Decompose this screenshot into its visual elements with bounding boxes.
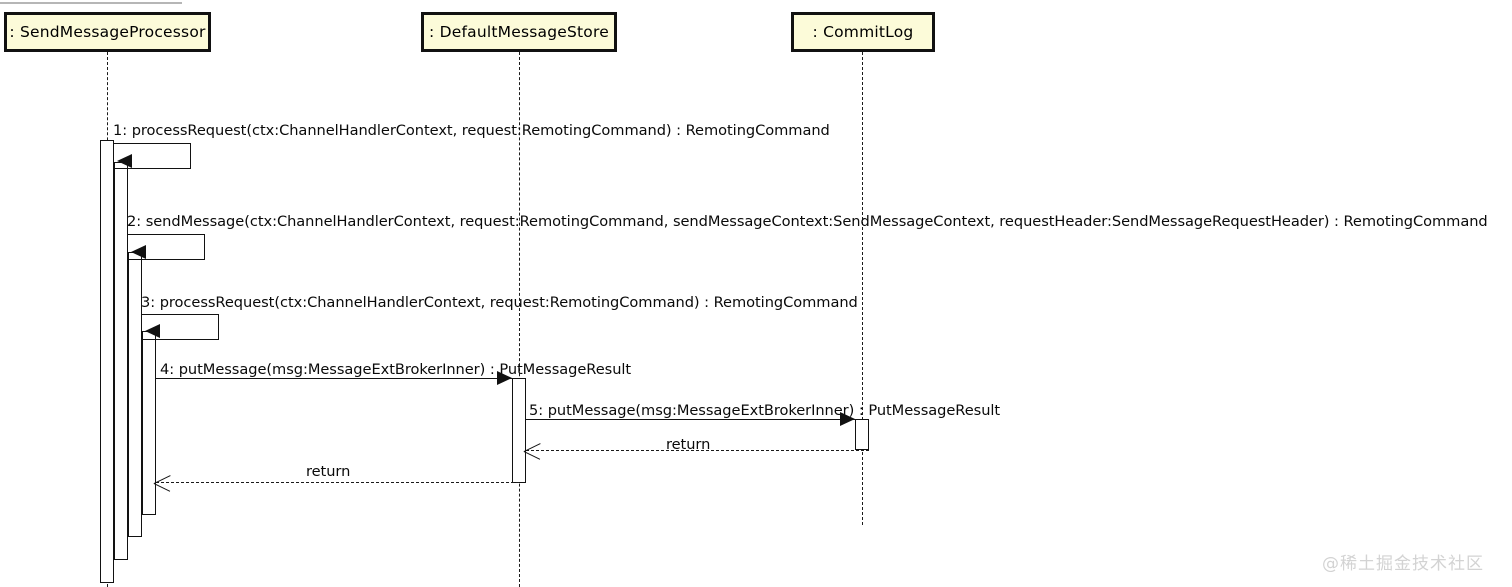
self-call-loop-message-1-process-request xyxy=(113,143,191,169)
lifeline-label-send-message-processor: : SendMessageProcessor xyxy=(9,23,206,41)
watermark-text: @稀土掘金技术社区 xyxy=(1322,554,1484,574)
activation-commitlog xyxy=(855,419,869,450)
arrowhead-return-store-to-processor xyxy=(154,474,171,491)
message-label-message-5-put-message: 5: putMessage(msg:MessageExtBrokerInner)… xyxy=(529,402,1001,419)
arrowhead-message-2-send-message xyxy=(131,244,146,259)
activation-smp-level-2 xyxy=(114,162,128,560)
arrowhead-message-1-process-request xyxy=(117,153,132,168)
arrowhead-message-4-put-message xyxy=(497,370,512,385)
return-line-return-store-to-processor xyxy=(156,482,519,483)
lifeline-stem-commit-log xyxy=(862,52,863,525)
lifeline-header-default-message-store[interactable]: : DefaultMessageStore xyxy=(421,12,617,52)
call-line-message-4-put-message xyxy=(156,378,512,379)
message-label-message-1-process-request: 1: processRequest(ctx:ChannelHandlerCont… xyxy=(113,122,830,139)
message-label-return-store-to-processor: return xyxy=(306,463,351,480)
lifeline-header-commit-log[interactable]: : CommitLog xyxy=(791,12,935,52)
activation-dms xyxy=(512,378,526,483)
arrowhead-return-commitlog-to-store xyxy=(524,442,541,459)
lifeline-stem-default-message-store xyxy=(519,52,520,587)
top-clipped-divider xyxy=(0,2,182,4)
call-line-message-5-put-message xyxy=(526,419,855,420)
arrowhead-message-5-put-message xyxy=(840,411,855,426)
return-line-return-commitlog-to-store xyxy=(526,450,869,451)
activation-smp-level-1 xyxy=(100,140,114,583)
message-label-message-2-send-message: 2: sendMessage(ctx:ChannelHandlerContext… xyxy=(127,213,1488,230)
self-call-loop-message-2-send-message xyxy=(127,234,205,260)
arrowhead-message-3-process-request xyxy=(145,323,160,338)
lifeline-header-send-message-processor[interactable]: : SendMessageProcessor xyxy=(4,12,211,52)
lifeline-label-default-message-store: : DefaultMessageStore xyxy=(429,23,609,41)
message-label-return-commitlog-to-store: return xyxy=(666,436,711,453)
message-label-message-3-process-request: 3: processRequest(ctx:ChannelHandlerCont… xyxy=(141,294,858,311)
self-call-loop-message-3-process-request xyxy=(141,314,219,340)
message-label-message-4-put-message: 4: putMessage(msg:MessageExtBrokerInner)… xyxy=(160,361,632,378)
lifeline-label-commit-log: : CommitLog xyxy=(812,23,914,41)
activation-smp-level-3 xyxy=(128,252,142,537)
